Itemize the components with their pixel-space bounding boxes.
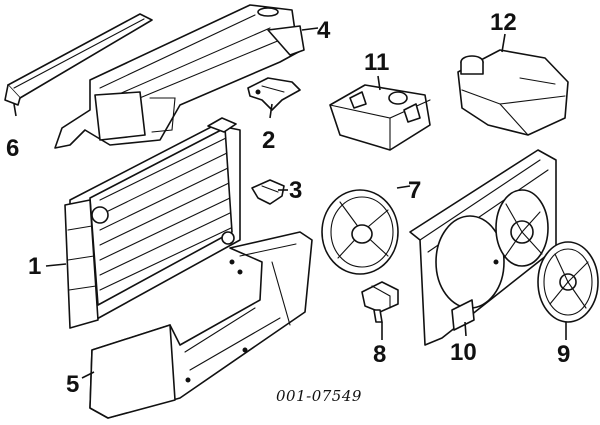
part-4-upper-radiator-support <box>54 4 305 149</box>
part-10-fan-shroud <box>409 149 557 346</box>
part-6-seal-strip <box>4 13 153 106</box>
callout-12: 12 <box>490 9 517 36</box>
callout-9: 9 <box>557 341 570 368</box>
part-3-clip <box>251 179 285 205</box>
part-1-radiator <box>64 117 241 329</box>
callout-1: 1 <box>28 253 41 280</box>
callout-4: 4 <box>317 17 331 44</box>
callout-2: 2 <box>262 127 275 154</box>
part-7-fan-blade <box>321 189 399 275</box>
callout-6: 6 <box>6 135 19 162</box>
callout-7: 7 <box>408 177 421 204</box>
callout-11: 11 <box>364 49 389 76</box>
callout-8: 8 <box>373 341 386 368</box>
callout-5: 5 <box>66 371 79 398</box>
part-8-temperature-switch <box>361 281 399 323</box>
part-2-bracket <box>247 77 301 111</box>
part-11-bracket-assembly <box>329 84 431 151</box>
part-5-lower-support <box>89 231 313 419</box>
diagram-number: 001-07549 <box>276 387 362 405</box>
part-12-coolant-reservoir <box>457 49 569 136</box>
part-9-electric-fan <box>537 241 599 323</box>
callout-10: 10 <box>450 339 477 366</box>
callout-3: 3 <box>289 177 302 204</box>
callout-labels: 1 2 3 4 5 6 7 8 9 10 11 12 <box>6 9 570 398</box>
leader-lines <box>13 27 567 379</box>
